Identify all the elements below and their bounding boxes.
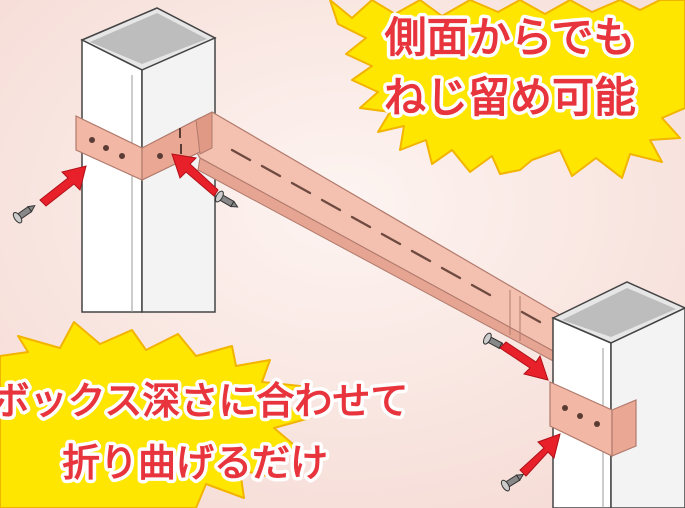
bracket-slots bbox=[230, 148, 542, 324]
left-bracket-band bbox=[75, 111, 213, 181]
bottom-caption-line2: 折り曲げるだけ bbox=[62, 441, 328, 485]
screw-icon bbox=[214, 190, 239, 208]
top-starburst: 側面からでも ねじ留め可能 bbox=[329, 0, 685, 179]
arrow-icon bbox=[39, 165, 87, 207]
bottom-starburst: ボックス深さに合わせて 折り曲げるだけ bbox=[0, 321, 412, 508]
arrow-icon bbox=[519, 433, 561, 477]
screw-icon bbox=[500, 473, 525, 492]
top-caption-line2: ねじ留め可能 bbox=[384, 73, 636, 122]
arrow-icon bbox=[171, 153, 219, 197]
arrow-icon bbox=[499, 341, 549, 381]
right-bracket-band bbox=[549, 381, 637, 457]
top-caption-line1: 側面からでも bbox=[384, 13, 636, 62]
bottom-caption-line1: ボックス深さに合わせて bbox=[0, 379, 408, 423]
screw-icon bbox=[12, 205, 36, 224]
